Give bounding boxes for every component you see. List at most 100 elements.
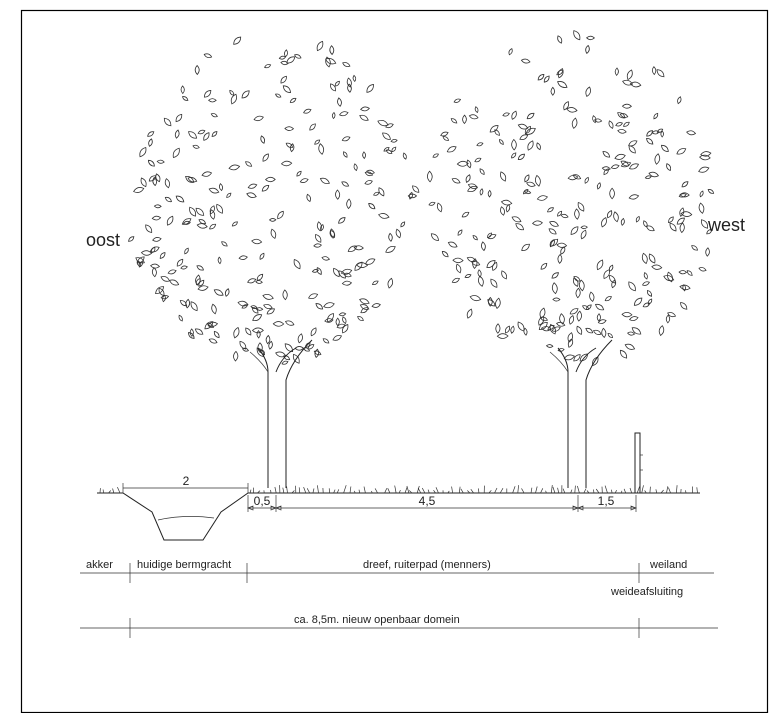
leaf-mark <box>308 292 319 300</box>
leaf-mark <box>323 301 335 309</box>
dimension-label-1-5: 1,5 <box>598 494 615 508</box>
leaf-mark <box>285 55 296 65</box>
leaf-mark <box>182 95 189 101</box>
leaf-mark <box>211 112 218 117</box>
leaf-mark <box>540 262 548 270</box>
leaf-mark <box>598 319 607 325</box>
leaf-mark <box>330 46 335 55</box>
leaf-mark <box>608 120 615 129</box>
leaf-mark <box>150 264 159 269</box>
leaf-mark <box>279 56 286 60</box>
leaf-mark <box>699 190 704 197</box>
leaf-mark <box>585 45 590 54</box>
leaf-mark <box>402 153 407 160</box>
leaf-mark <box>601 328 606 338</box>
tree-trunk-oost <box>250 340 312 488</box>
leaf-mark <box>432 153 439 159</box>
leaf-mark <box>342 316 348 324</box>
leaf-mark <box>233 351 238 361</box>
leaf-mark <box>232 35 242 45</box>
grass-blade <box>344 485 347 493</box>
leaf-mark <box>584 177 590 184</box>
grass-blade <box>571 490 572 493</box>
leaf-mark <box>168 269 177 275</box>
grass-blade <box>605 486 607 493</box>
leaf-mark <box>365 83 375 94</box>
leaf-mark <box>195 65 199 74</box>
leaf-mark <box>551 271 560 279</box>
leaf-mark <box>667 311 676 318</box>
leaf-mark <box>326 312 336 323</box>
leaf-mark <box>633 296 644 307</box>
leaf-mark <box>514 222 524 232</box>
leaf-mark <box>152 237 161 242</box>
leaf-mark <box>372 303 381 308</box>
leaf-mark <box>568 175 578 181</box>
leaf-mark <box>164 178 170 188</box>
leaf-mark <box>571 118 577 129</box>
leaf-mark <box>152 268 157 277</box>
leaf-mark <box>450 117 458 124</box>
leaf-mark <box>619 349 629 360</box>
leaf-mark <box>686 269 693 276</box>
leaf-mark <box>159 251 166 259</box>
leaf-mark <box>698 166 710 174</box>
grass-blade <box>500 488 503 493</box>
leaf-mark <box>187 130 198 140</box>
leaf-mark <box>359 297 370 305</box>
leaf-mark <box>587 36 595 40</box>
leaf-mark <box>373 191 380 196</box>
leaf-mark <box>332 267 341 278</box>
leaf-mark <box>208 338 217 345</box>
leaf-mark <box>680 223 685 233</box>
leaf-mark <box>372 280 379 286</box>
leaf-mark <box>477 276 484 287</box>
leaf-mark <box>252 239 262 244</box>
grass-blade <box>551 485 552 493</box>
leaf-mark <box>332 112 335 118</box>
leaf-mark <box>508 48 513 55</box>
leaf-mark <box>314 243 322 247</box>
leaf-mark <box>193 145 200 150</box>
grass-blade <box>642 485 644 493</box>
leaf-mark <box>447 241 458 249</box>
grass-blade <box>637 486 640 493</box>
leaf-mark <box>285 320 295 327</box>
leaf-mark <box>626 69 634 80</box>
leaf-mark <box>184 247 190 254</box>
leaf-mark <box>623 121 631 128</box>
leaf-mark <box>427 171 432 182</box>
leaf-mark <box>526 112 535 120</box>
leaf-mark <box>366 169 374 174</box>
leaf-mark <box>646 290 653 298</box>
leaf-mark <box>211 130 218 137</box>
leaf-mark <box>270 229 277 240</box>
grass-blade <box>250 490 251 493</box>
grass-blade <box>287 486 288 493</box>
leaf-mark <box>635 216 640 223</box>
leaf-mark <box>574 209 580 220</box>
leaf-mark <box>496 324 501 334</box>
leaf-mark <box>597 314 601 321</box>
leaf-mark <box>127 235 134 242</box>
leaf-mark <box>521 58 530 63</box>
leaf-mark <box>707 188 714 194</box>
leaf-mark <box>157 160 164 164</box>
leaf-mark <box>194 207 205 218</box>
leaf-mark <box>453 258 463 263</box>
leaf-mark <box>526 181 536 188</box>
leaf-mark <box>282 360 289 365</box>
leaf-mark <box>430 232 440 242</box>
leaf-mark <box>488 190 491 197</box>
leaf-mark <box>585 327 594 334</box>
leaf-mark <box>561 214 569 219</box>
leaf-mark <box>618 129 627 134</box>
leaf-mark <box>577 311 582 321</box>
grass-blade <box>307 488 310 493</box>
leaf-mark <box>645 175 651 179</box>
leaf-mark <box>138 146 148 158</box>
leaf-mark <box>469 294 481 302</box>
leaf-mark <box>346 199 351 209</box>
leaf-mark <box>297 333 303 343</box>
